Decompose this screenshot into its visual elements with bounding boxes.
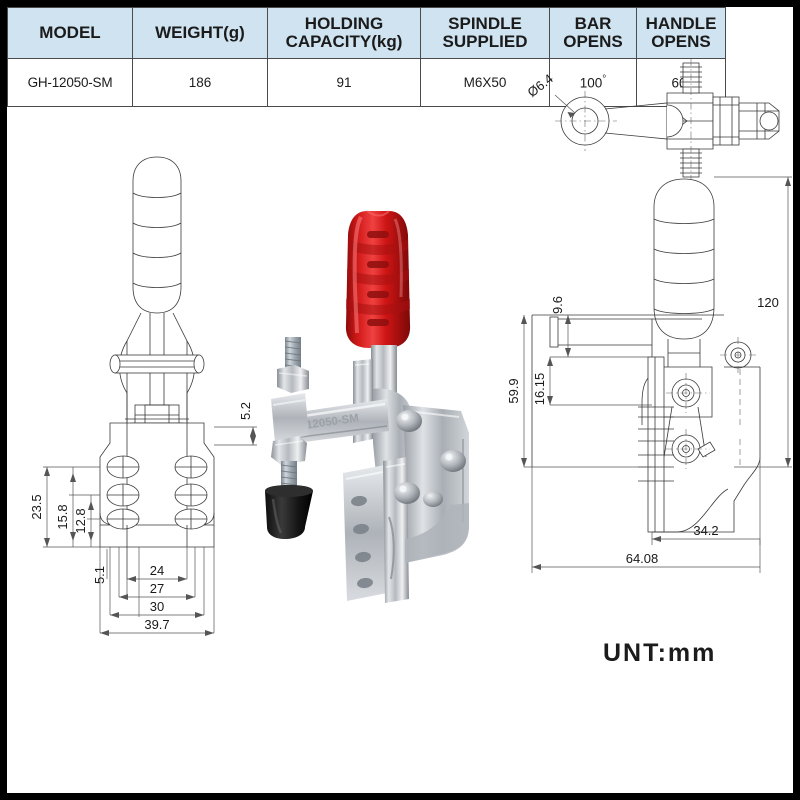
dim-16.15: 16.15 [532,373,547,406]
column-header-model: MODEL [7,7,133,59]
side-view-drawing: 120 59.9 16.15 9.6 34.2 64.08 [502,167,793,637]
cell-spindle-supplied: M6X50 [420,58,550,107]
dim-15.8: 15.8 [55,504,70,529]
cell-model: GH-12050-SM [7,58,133,107]
clamp-base [343,405,469,603]
cell-holding-capacity: 91 [267,58,421,107]
column-header-bar-opens-line2: OPENS [563,32,623,51]
dim-diameter-6.4: Ø6.4 [525,71,556,100]
dim-24: 24 [150,563,164,578]
column-header-holding-capacity: HOLDING CAPACITY(kg) [267,7,421,59]
dim-12.8: 12.8 [73,508,88,533]
column-header-model-line1: MODEL [39,23,101,43]
dim-64.08: 64.08 [626,551,659,566]
cell-weight: 186 [132,58,268,107]
column-header-spindle-supplied-line1: SPINDLE [448,14,522,34]
front-view-drawing: 23.5 15.8 12.8 5.1 5.2 24 27 30 39.7 [7,127,307,637]
cell-bar-opens-value: 100 [579,75,603,91]
dim-5.2: 5.2 [238,402,253,420]
dim-120: 120 [757,295,779,310]
column-header-handle-opens-line1: HANDLE [645,14,717,34]
column-header-handle-opens: HANDLE OPENS [636,7,726,59]
column-header-spindle-supplied-line2: SUPPLIED [442,32,528,51]
dim-27: 27 [150,581,164,596]
clamp-handle [345,210,411,348]
unit-label: UNT:mm [603,639,717,667]
rivets [394,410,466,507]
table-row: GH-12050-SM 186 91 M6X50 100° 60° [7,58,726,107]
dim-30: 30 [150,599,164,614]
cell-bar-opens-unit: ° [602,74,607,86]
dim-59.9: 59.9 [506,378,521,403]
dim-5.1: 5.1 [92,566,107,584]
top-view-drawing: Ø6.4 [517,59,793,179]
table-header-row: MODEL WEIGHT(g) HOLDING CAPACITY(kg) SPI… [7,7,726,59]
product-photo: 12050-SM [255,193,507,605]
specification-table: MODEL WEIGHT(g) HOLDING CAPACITY(kg) SPI… [7,7,726,107]
column-header-weight: WEIGHT(g) [132,7,268,59]
column-header-weight-line1: WEIGHT(g) [155,23,245,43]
column-header-bar-opens-line1: BAR [574,14,612,34]
dim-23.5: 23.5 [29,494,44,519]
dim-9.6: 9.6 [550,296,565,314]
column-header-handle-opens-line2: OPENS [651,32,711,51]
dim-34.2: 34.2 [693,523,718,538]
column-header-holding-capacity-line2: CAPACITY(kg) [285,32,403,51]
column-header-spindle-supplied: SPINDLE SUPPLIED [420,7,550,59]
column-header-holding-capacity-line1: HOLDING [304,14,384,34]
column-header-bar-opens: BAR OPENS [549,7,637,59]
spindle-assembly [265,337,313,539]
dim-39.7: 39.7 [144,617,169,632]
